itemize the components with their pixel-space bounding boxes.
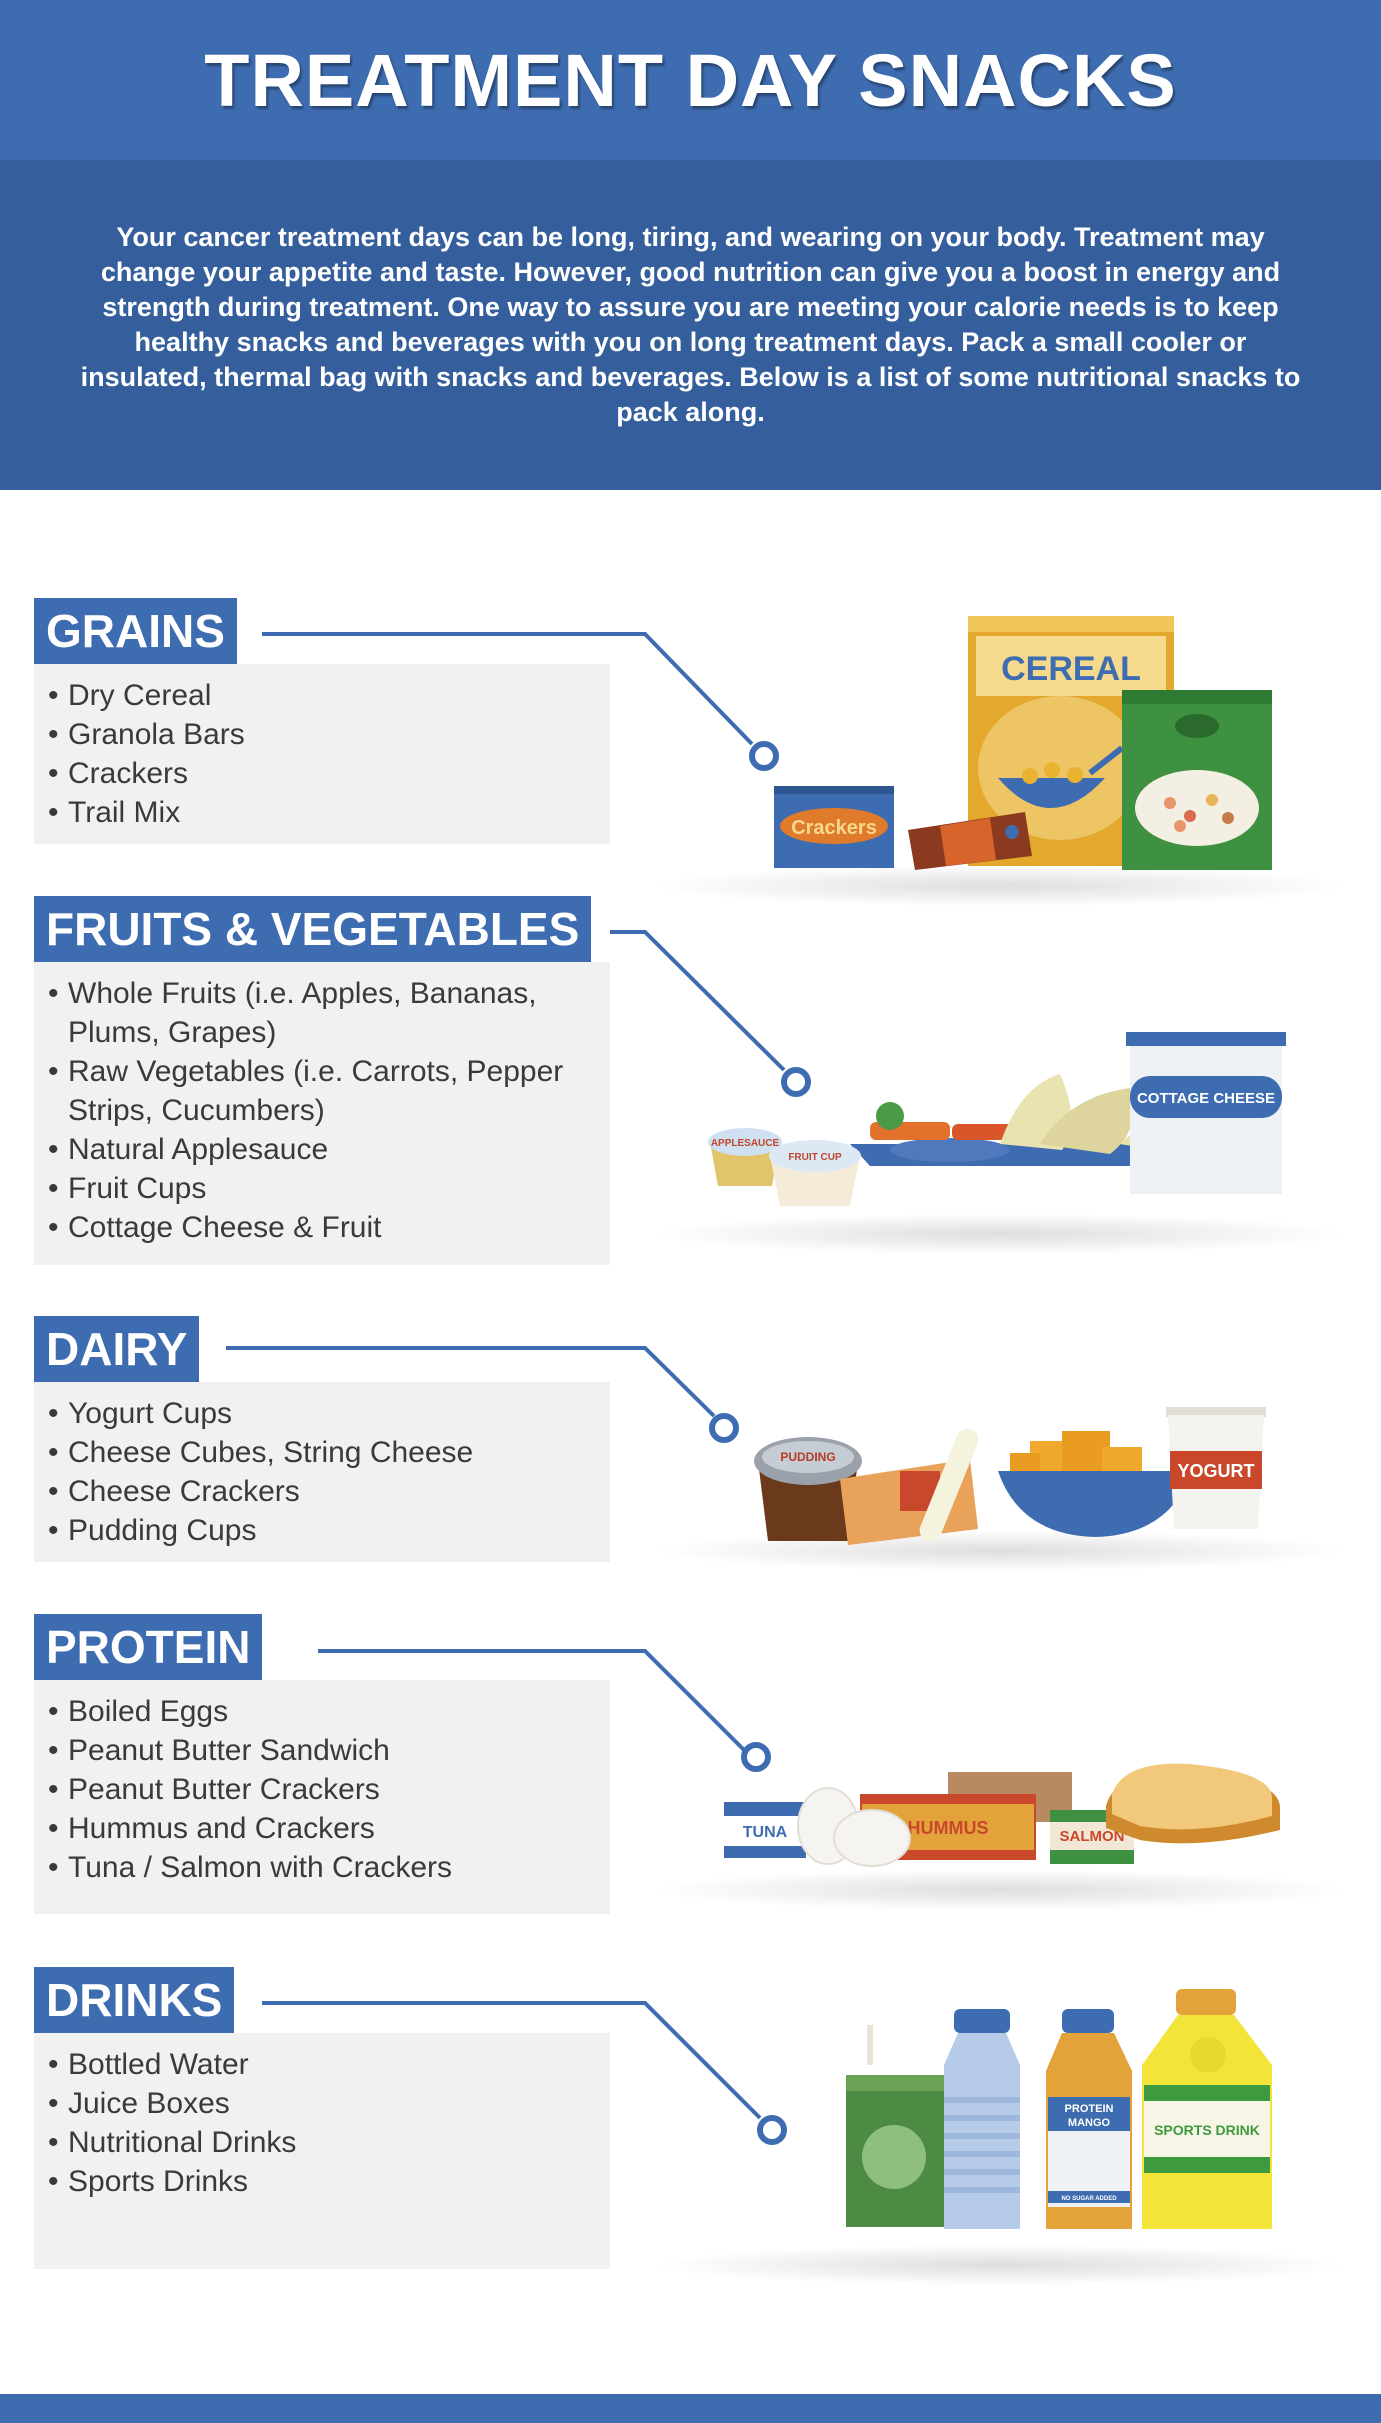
list-item: Juice Boxes	[46, 2084, 598, 2123]
list-item: Peanut Butter Crackers	[46, 1770, 598, 1809]
list-item: Nutritional Drinks	[46, 2123, 598, 2162]
grains-illustration: CEREAL Crackers	[774, 616, 1272, 870]
page-footer	[0, 2394, 1381, 2423]
section-list: Whole Fruits (i.e. Apples, Bananas, Plum…	[34, 962, 610, 1265]
sports-drink-label: SPORTS DRINK	[1154, 2122, 1260, 2138]
list-item: Cottage Cheese & Fruit	[46, 1208, 598, 1247]
hummus-label: HUMMUS	[908, 1818, 989, 1838]
list-item: Granola Bars	[46, 715, 598, 754]
intro-panel: Your cancer treatment days can be long, …	[0, 160, 1381, 490]
tuna-label: TUNA	[743, 1824, 788, 1841]
page-title: TREATMENT DAY SNACKS	[204, 38, 1177, 122]
list-item: Cheese Crackers	[46, 1472, 598, 1511]
protein-drink-label-line2: MANGO	[1068, 2117, 1111, 2129]
section-list: Yogurt Cups Cheese Cubes, String Cheese …	[34, 1382, 610, 1562]
protein-drink-small-label: NO SUGAR ADDED	[1061, 2196, 1117, 2202]
section-list: Dry Cereal Granola Bars Crackers Trail M…	[34, 664, 610, 844]
fruits-illustration: COTTAGE CHEESE APPLESAUCE FRUIT CUP	[708, 1032, 1286, 1206]
yogurt-label: YOGURT	[1177, 1461, 1254, 1481]
fruit-cup-label: FRUIT CUP	[788, 1152, 842, 1163]
crackers-tin-label: Crackers	[791, 817, 877, 839]
protein-illustration: TUNA HUMMUS SALMON	[724, 1763, 1280, 1867]
list-item: Crackers	[46, 754, 598, 793]
protein-drink-label-line1: PROTEIN	[1065, 2103, 1114, 2115]
item-shadow	[660, 866, 1340, 906]
pudding-label: PUDDING	[780, 1450, 835, 1464]
cottage-cheese-label: COTTAGE CHEESE	[1137, 1090, 1275, 1107]
list-item: Pudding Cups	[46, 1511, 598, 1550]
section-title: FRUITS & VEGETABLES	[34, 896, 592, 962]
list-item: Tuna / Salmon with Crackers	[46, 1848, 598, 1887]
list-item: Boiled Eggs	[46, 1692, 598, 1731]
cereal-box-label: CEREAL	[1001, 650, 1141, 688]
list-item: Peanut Butter Sandwich	[46, 1731, 598, 1770]
section-title: PROTEIN	[34, 1614, 263, 1680]
list-item: Fruit Cups	[46, 1169, 598, 1208]
intro-text: Your cancer treatment days can be long, …	[80, 222, 1301, 427]
list-item: Raw Vegetables (i.e. Carrots, Pepper Str…	[46, 1052, 598, 1130]
list-item: Natural Applesauce	[46, 1130, 598, 1169]
applesauce-label: APPLESAUCE	[711, 1138, 780, 1149]
list-item: Dry Cereal	[46, 676, 598, 715]
list-item: Cheese Cubes, String Cheese	[46, 1433, 598, 1472]
list-item: Sports Drinks	[46, 2162, 598, 2201]
list-item: Whole Fruits (i.e. Apples, Bananas, Plum…	[46, 974, 598, 1052]
list-item: Hummus and Crackers	[46, 1809, 598, 1848]
page-header: TREATMENT DAY SNACKS	[0, 0, 1381, 160]
section-title: GRAINS	[34, 598, 237, 664]
section-title: DRINKS	[34, 1967, 235, 2033]
drinks-illustration: PROTEIN MANGO NO SUGAR ADDED SPORTS DRIN…	[846, 1989, 1272, 2229]
section-list: Bottled Water Juice Boxes Nutritional Dr…	[34, 2033, 610, 2269]
list-item: Trail Mix	[46, 793, 598, 832]
salmon-label: SALMON	[1060, 1828, 1125, 1845]
item-shadow	[660, 1870, 1340, 1910]
list-item: Bottled Water	[46, 2045, 598, 2084]
section-list: Boiled Eggs Peanut Butter Sandwich Peanu…	[34, 1680, 610, 1914]
item-shadow	[660, 1214, 1340, 1254]
dairy-illustration: PUDDING YOGURT	[754, 1407, 1266, 1545]
section-title: DAIRY	[34, 1316, 200, 1382]
item-shadow	[660, 2245, 1340, 2285]
list-item: Yogurt Cups	[46, 1394, 598, 1433]
